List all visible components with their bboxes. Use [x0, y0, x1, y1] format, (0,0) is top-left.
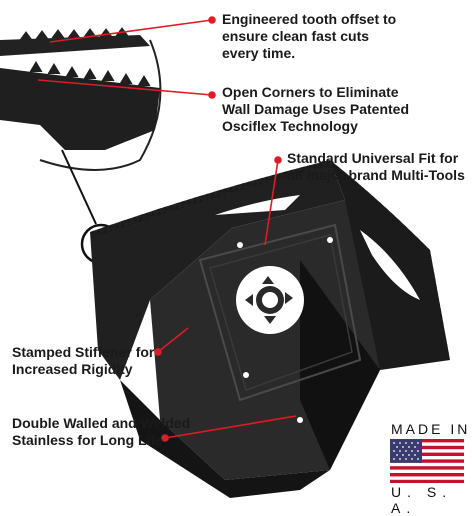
callout-stiffener: Stamped Stiffener for Increased Rigidity — [12, 344, 154, 378]
callout-line-3: every time. — [222, 45, 296, 61]
callout-double-walled: Double Walled and Welded Stainless for L… — [12, 415, 190, 449]
blade-body — [90, 160, 450, 498]
zoom-lens — [0, 13, 162, 171]
callout-universal-fit: Standard Universal Fit for all major bra… — [287, 150, 465, 184]
callout-open-corners: Open Corners to Eliminate Wall Damage Us… — [222, 84, 409, 135]
callout-line-2: Wall Damage Uses Patented — [222, 101, 409, 117]
usa-flag — [390, 439, 464, 483]
callout-lines — [37, 16, 297, 442]
product-infographic: Engineered tooth offset to ensure clean … — [0, 11, 471, 516]
badge-bottom-text: U. S. A. — [391, 484, 453, 516]
callout-line-1: Standard Universal Fit for — [287, 150, 459, 166]
callout-line-1: Double Walled and Welded — [12, 415, 191, 431]
badge-top-text: MADE IN — [391, 421, 471, 437]
callout-line-1: Open Corners to Eliminate — [222, 84, 399, 100]
blade-illustration — [0, 13, 464, 498]
callout-line-1: Stamped Stiffener for — [12, 344, 155, 360]
callout-tooth-offset: Engineered tooth offset to ensure clean … — [222, 11, 396, 62]
callout-line-2: Increased Rigidity — [12, 361, 133, 377]
lens-connector-line — [61, 149, 97, 225]
callout-line-2: ensure clean fast cuts — [222, 28, 370, 44]
callout-line-1: Engineered tooth offset to — [222, 11, 397, 27]
callout-line-2: Stainless for Long Life — [12, 432, 163, 448]
made-in-usa-badge — [390, 439, 464, 483]
callout-line-2: all major brand Multi-Tools — [287, 167, 465, 183]
callout-line-3: Osciflex Technology — [222, 118, 358, 134]
